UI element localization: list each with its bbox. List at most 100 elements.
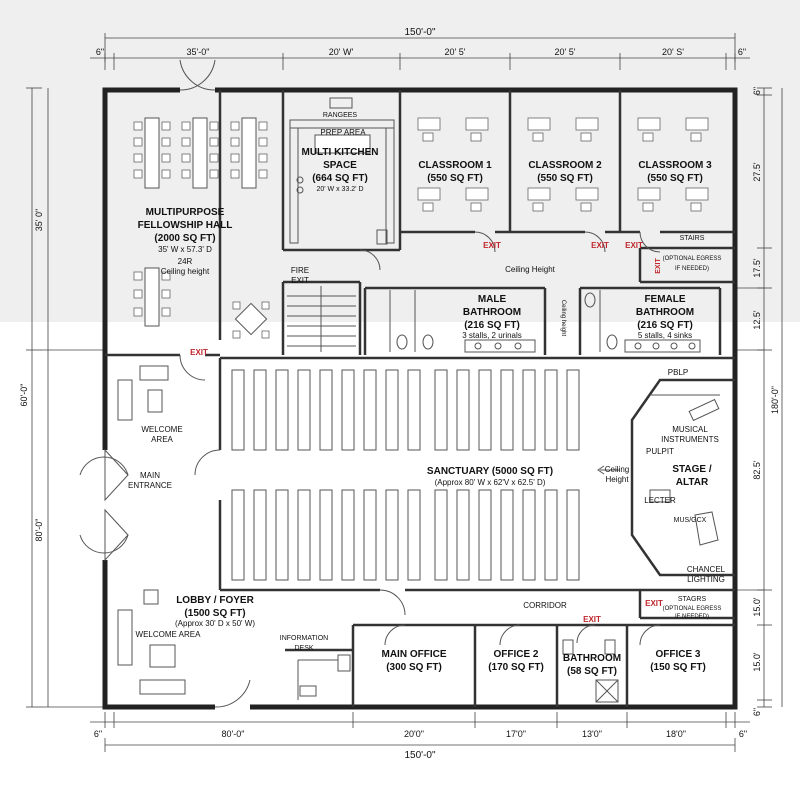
exit-sign-offices: EXIT [583, 615, 601, 624]
stage-pulpit: PULPIT [646, 447, 674, 456]
pew [544, 369, 558, 451]
classroom1-desks [417, 117, 489, 212]
classroom1-name: CLASSROOM 1 [418, 160, 492, 171]
pew [456, 489, 470, 581]
dim-bottom-2: 20'0" [404, 729, 424, 739]
lobby-info-1: INFORMATION [280, 635, 328, 642]
kitchen-area: (664 SQ FT) [312, 173, 368, 184]
pew [363, 489, 377, 581]
dim-bottom-0: 6" [94, 729, 102, 739]
exit-sign-stairs-top: EXIT [655, 257, 662, 273]
kitchen-prep: PREP AREA [320, 128, 366, 137]
pew [478, 489, 492, 581]
dim-overall-bottom: 150'-0" [404, 750, 435, 761]
main-office-area: (300 SQ FT) [386, 662, 442, 673]
female-bath-name-2: BATHROOM [636, 307, 694, 318]
pew [566, 489, 580, 581]
pew [407, 489, 421, 581]
pew [363, 369, 377, 451]
lobby-size: (Approx 30' D x 50' W) [175, 619, 255, 628]
stage-name-1: STAGE / [672, 464, 711, 475]
dim-right-3: 12.5' [752, 310, 762, 330]
stairs-top-2: (OPTIONAL EGRESS [663, 256, 722, 262]
dim-top-4: 20' 5' [555, 47, 576, 57]
ceiling-vertical: Ceiling height [560, 300, 566, 337]
dimension-texts: 150'-0" 6" 35'-0" 20' W' 20' 5' 20' 5' 2… [19, 27, 780, 761]
stairs-bottom-2: (OPTIONAL EGRESS [663, 606, 722, 612]
lobby-area: (1500 SQ FT) [184, 608, 245, 619]
lobby-info-2: DESK [294, 645, 313, 652]
entrance-name-2: ENTRANCE [128, 481, 172, 490]
dim-bottom-3: 17'0" [506, 729, 526, 739]
corridor-label: CORRIDOR [523, 601, 567, 610]
stage-instruments-1: MUSICAL [672, 425, 708, 434]
pew [297, 489, 311, 581]
dim-left-1: 60'-0" [19, 384, 29, 407]
fire-exit-label-1: FIRE [291, 266, 309, 275]
walls [102, 87, 738, 710]
pew [385, 489, 399, 581]
dim-top-6: 6" [738, 47, 746, 57]
lobby-furniture [117, 365, 351, 697]
bathroom-name: BATHROOM [563, 653, 621, 664]
dim-right-2: 17.5' [752, 258, 762, 278]
pew [275, 489, 289, 581]
stair-treads [287, 286, 356, 352]
welcome-name-1: WELCOME [141, 425, 182, 434]
fellowship-area: (2000 SQ FT) [154, 233, 215, 244]
classroom-furniture [417, 117, 709, 212]
fellowship-name-2: FELLOWSHIP HALL [138, 220, 233, 231]
pew [275, 369, 289, 451]
male-bath-fixtures: 3 stalls, 2 urinals [462, 331, 522, 340]
misc-labels: FIRE EXIT Ceiling Height Ceiling Height … [291, 235, 722, 620]
kitchen-fixtures [289, 97, 395, 245]
stage-pblp: PBLP [668, 368, 688, 377]
pew [566, 369, 580, 451]
sanctuary-pews [231, 369, 580, 581]
fellowship-furniture [133, 117, 270, 339]
pew [385, 369, 399, 451]
pew [434, 489, 448, 581]
kitchen-rangees: RANGEES [323, 112, 358, 119]
dim-top-3: 20' 5' [445, 47, 466, 57]
pew [231, 369, 245, 451]
ceiling-height-side-1: Ceiling [605, 465, 629, 474]
stairs-top-3: IF NEEDED) [675, 266, 709, 272]
stage-chancel-2: LIGHTING [687, 575, 725, 584]
office3-name: OFFICE 3 [655, 649, 700, 660]
fellowship-size: 35' W x 57.3' D [158, 245, 212, 254]
dim-right-1: 27.5' [752, 162, 762, 182]
lobby-name: LOBBY / FOYER [176, 595, 254, 606]
dim-left-2: 80'-0" [34, 519, 44, 542]
dim-top-0: 6" [96, 47, 104, 57]
pew [319, 369, 333, 451]
kitchen-name-2: SPACE [323, 160, 357, 171]
exit-sign-classroom2: EXIT [591, 241, 609, 250]
female-bath-area: (216 SQ FT) [637, 320, 693, 331]
stage-chancel-1: CHANCEL [687, 565, 726, 574]
pew [297, 369, 311, 451]
dim-right-0: 6" [752, 87, 762, 95]
welcome-name-2: AREA [151, 435, 173, 444]
pew [478, 369, 492, 451]
exit-sign-fellowship: EXIT [190, 348, 208, 357]
stage-music: MUS/GCX [674, 517, 707, 524]
female-bath-name-1: FEMALE [644, 294, 685, 305]
exit-sign-classroom1: EXIT [483, 241, 501, 250]
ceiling-height-top: Ceiling Height [505, 265, 556, 274]
male-bath-name-2: BATHROOM [463, 307, 521, 318]
kitchen-size: 20' W x 33.2' D [316, 186, 363, 193]
dimension-lines [26, 33, 783, 752]
dim-top-5: 20' S' [662, 47, 684, 57]
pew [341, 369, 355, 451]
pew [253, 489, 267, 581]
pew [456, 369, 470, 451]
stairs-top-1: STAIRS [680, 235, 705, 242]
main-office-name: MAIN OFFICE [382, 649, 447, 660]
stage-fixtures [597, 394, 720, 546]
dim-right-8: 6" [752, 708, 762, 716]
sanctuary-size: (Approx 80' W x 62'V x 62.5' D) [435, 478, 546, 487]
doors [79, 59, 661, 708]
dim-right-7: 15.0' [752, 652, 762, 672]
